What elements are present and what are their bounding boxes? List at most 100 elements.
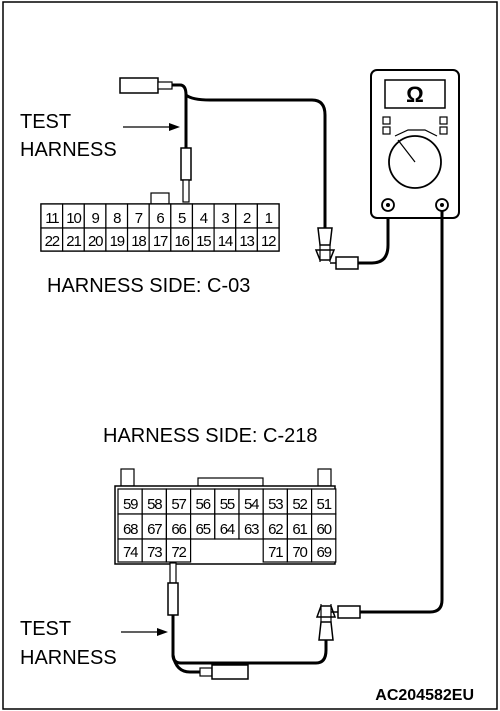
pin-label: 11: [45, 210, 59, 227]
test-harness-top: [119, 77, 390, 270]
harness-top-probe: [180, 147, 192, 181]
c218-pin-70: 70: [286, 538, 313, 563]
c218-pin-56: 56: [190, 488, 216, 515]
c03-pin-6: 6: [148, 203, 172, 229]
pin-label: 14: [218, 233, 233, 250]
c218-pin-62: 62: [262, 513, 289, 540]
pin-label: 22: [45, 233, 60, 250]
c03-pin-12: 12: [256, 227, 280, 252]
c218-left-tab: [120, 468, 135, 487]
harness-top-plug-neck: [157, 81, 173, 90]
pin-label: 72: [171, 544, 186, 561]
c218-pin-51: 51: [311, 488, 337, 515]
c03-pin-19: 19: [105, 227, 129, 252]
c03-pin-1: 1: [256, 203, 280, 229]
c03-pin-18: 18: [126, 227, 150, 252]
harness-top-lead-wire: [172, 83, 188, 96]
c03-pin-16: 16: [170, 227, 194, 252]
harness-bottom-wire: [171, 615, 328, 665]
pin-label: 2: [243, 210, 251, 227]
meter-display: [384, 79, 446, 109]
c03-pin-10: 10: [62, 203, 85, 229]
pin-label: 56: [196, 496, 211, 513]
test-harness-bottom-arrow-head: [157, 628, 168, 636]
pin-label: 54: [244, 496, 259, 513]
clip-bottom: [318, 621, 334, 641]
ohmmeter: Ω: [370, 69, 460, 219]
pin-label: 16: [174, 233, 189, 250]
c03-latch: [150, 192, 170, 205]
test-harness-bottom-line2: HARNESS: [20, 647, 117, 669]
pin-label: 18: [131, 233, 146, 250]
c218-pin-71: 71: [262, 538, 289, 563]
c218-pin-74: 74: [117, 538, 143, 563]
c218-pin-63: 63: [238, 513, 264, 540]
test-harness-top-line2: HARNESS: [20, 139, 117, 161]
clip-top: [317, 227, 333, 246]
c218-pin-65: 65: [190, 513, 216, 540]
meter-lead-right-wire: [372, 211, 444, 614]
pin-label: 57: [171, 496, 186, 513]
c03-pin-11: 11: [40, 203, 64, 229]
c03-pin-8: 8: [105, 203, 129, 229]
pin-label: 74: [123, 544, 138, 561]
c03-title: HARNESS SIDE: C-03: [47, 275, 250, 297]
c218-pin-66: 66: [165, 513, 192, 540]
c218-pin-73: 73: [141, 538, 167, 563]
c218-pin-67: 67: [141, 513, 167, 540]
pin-label: 17: [153, 233, 168, 250]
pin-label: 19: [110, 233, 125, 250]
pin-label: 53: [268, 496, 283, 513]
pin-label: 55: [220, 496, 235, 513]
pin-label: 66: [171, 521, 186, 538]
pin-label: 61: [292, 521, 307, 538]
c03-pin-13: 13: [235, 227, 258, 252]
c218-pin-64: 64: [214, 513, 240, 540]
test-harness-bottom-line1: TEST: [20, 618, 71, 640]
pin-label: 67: [147, 521, 162, 538]
c218-pin-59: 59: [117, 488, 143, 515]
meter-lead-plug-left: [335, 256, 359, 270]
test-harness-top-line1: TEST: [20, 111, 71, 133]
pin-label: 8: [113, 210, 121, 227]
meter-indicator-1: [382, 116, 391, 125]
c03-pin-20: 20: [83, 227, 107, 252]
pin-label: 51: [317, 496, 332, 513]
pin-label: 52: [292, 496, 307, 513]
c03-pin-9: 9: [83, 203, 107, 229]
pin-label: 70: [292, 544, 307, 561]
meter-indicator-3: [439, 116, 448, 125]
pin-label: 63: [244, 521, 259, 538]
c218-pin-58: 58: [141, 488, 167, 515]
meter-dial-scale: [394, 129, 438, 137]
harness-bottom-plug: [211, 664, 249, 680]
pin-label: 59: [123, 496, 138, 513]
c03-pin-21: 21: [62, 227, 85, 252]
harness-bottom-branch-wire: [171, 654, 200, 674]
c218-pin-55: 55: [214, 488, 240, 515]
c218-pin-68: 68: [117, 513, 143, 540]
c218-pin-52: 52: [286, 488, 313, 515]
test-harness-top-arrow-head: [169, 123, 180, 131]
c218-pin-57: 57: [165, 488, 192, 515]
pin-label: 58: [147, 496, 162, 513]
figure-code: AC204582EU: [375, 687, 474, 704]
c218-pin-60: 60: [311, 513, 337, 540]
pin-label: 21: [66, 233, 81, 250]
pin-label: 62: [268, 521, 283, 538]
pin-label: 6: [156, 210, 164, 227]
c03-pin-17: 17: [148, 227, 172, 252]
c03-pin-2: 2: [235, 203, 258, 229]
c03-pin-7: 7: [126, 203, 150, 229]
meter-lead-left-wire: [358, 210, 390, 265]
c218-pin-69: 69: [311, 538, 337, 563]
harness-top-probe-tip: [182, 179, 190, 203]
pin-label: 71: [268, 544, 283, 561]
meter-indicator-2: [382, 126, 391, 135]
test-harness-bottom: [167, 562, 372, 680]
meter-indicator-4: [439, 126, 448, 135]
